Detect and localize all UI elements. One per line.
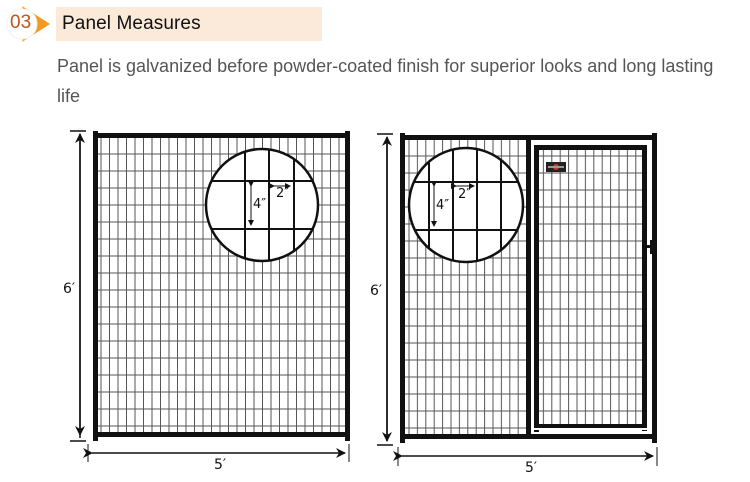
width-label: 5′ [214,457,227,473]
standard-panel [70,130,350,462]
vertical-spacing-label: 4″ [253,197,267,212]
width-label: 5′ [525,460,538,476]
horizontal-spacing-label: 2″ [458,187,472,202]
mesh-detail-magnifier [204,147,320,263]
vertical-spacing-label: 4″ [436,198,450,213]
step-badge [6,6,50,42]
horizontal-spacing-label: 2″ [276,186,290,201]
title-banner [56,7,322,41]
gate [531,145,656,432]
gate-panel [377,133,658,466]
description-text: Panel is galvanized before powder-coated… [57,56,714,106]
step-number: 03 [10,12,32,33]
height-label: 6′ [63,281,76,297]
mesh-detail-magnifier [407,146,525,264]
height-label: 6′ [370,283,383,299]
section-title: Panel Measures [62,13,201,34]
